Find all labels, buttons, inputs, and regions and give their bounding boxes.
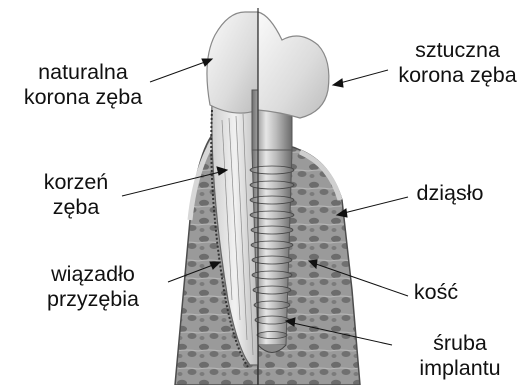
label-gum: dziąsło bbox=[400, 181, 500, 206]
natural-crown bbox=[207, 12, 258, 113]
label-screw: śruba implantu bbox=[400, 331, 520, 381]
artificial-crown bbox=[258, 12, 329, 118]
implant-screw bbox=[250, 90, 294, 353]
label-root: korzeń zęba bbox=[26, 170, 126, 220]
label-ligament: wiązadło przyzębia bbox=[24, 262, 162, 312]
label-artificial-crown: sztuczna korona zęba bbox=[390, 38, 525, 88]
label-natural-crown: naturalna korona zęba bbox=[8, 60, 158, 110]
label-bone: kość bbox=[406, 280, 466, 305]
